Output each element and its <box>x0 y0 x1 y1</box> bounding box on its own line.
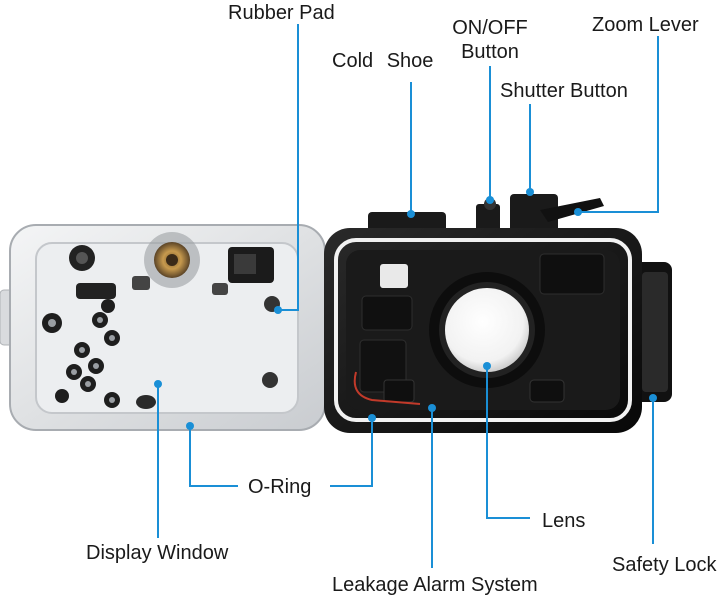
label-lens: Lens <box>542 510 586 532</box>
leader-dots <box>154 188 657 430</box>
label-o-ring: O-Ring <box>248 476 312 498</box>
black-housing-body <box>324 194 672 433</box>
label-display-window: Display Window <box>86 542 229 564</box>
label-shutter-button: Shutter Button <box>500 80 628 102</box>
label-zoom-lever: Zoom Lever <box>592 14 699 36</box>
clear-back-door <box>0 224 335 431</box>
label-rubber-pad: Rubber Pad <box>228 2 335 24</box>
label-on-off-line2: Button <box>461 41 519 63</box>
leader-lines <box>157 24 659 568</box>
leader-o-ring-left <box>189 426 238 487</box>
label-on-off-line1: ON/OFF <box>452 17 528 39</box>
label-cold-shoe: Cold Shoe <box>332 50 434 72</box>
label-on-off-button: ON/OFF Button <box>444 16 536 64</box>
label-leakage-alarm-system: Leakage Alarm System <box>332 574 538 596</box>
leader-o-ring-right <box>330 418 373 487</box>
leader-zoom-lever <box>578 36 659 213</box>
leader-lens <box>486 366 530 519</box>
leader-rubber-pad <box>278 24 299 311</box>
label-safety-lock: Safety Lock <box>612 554 717 576</box>
